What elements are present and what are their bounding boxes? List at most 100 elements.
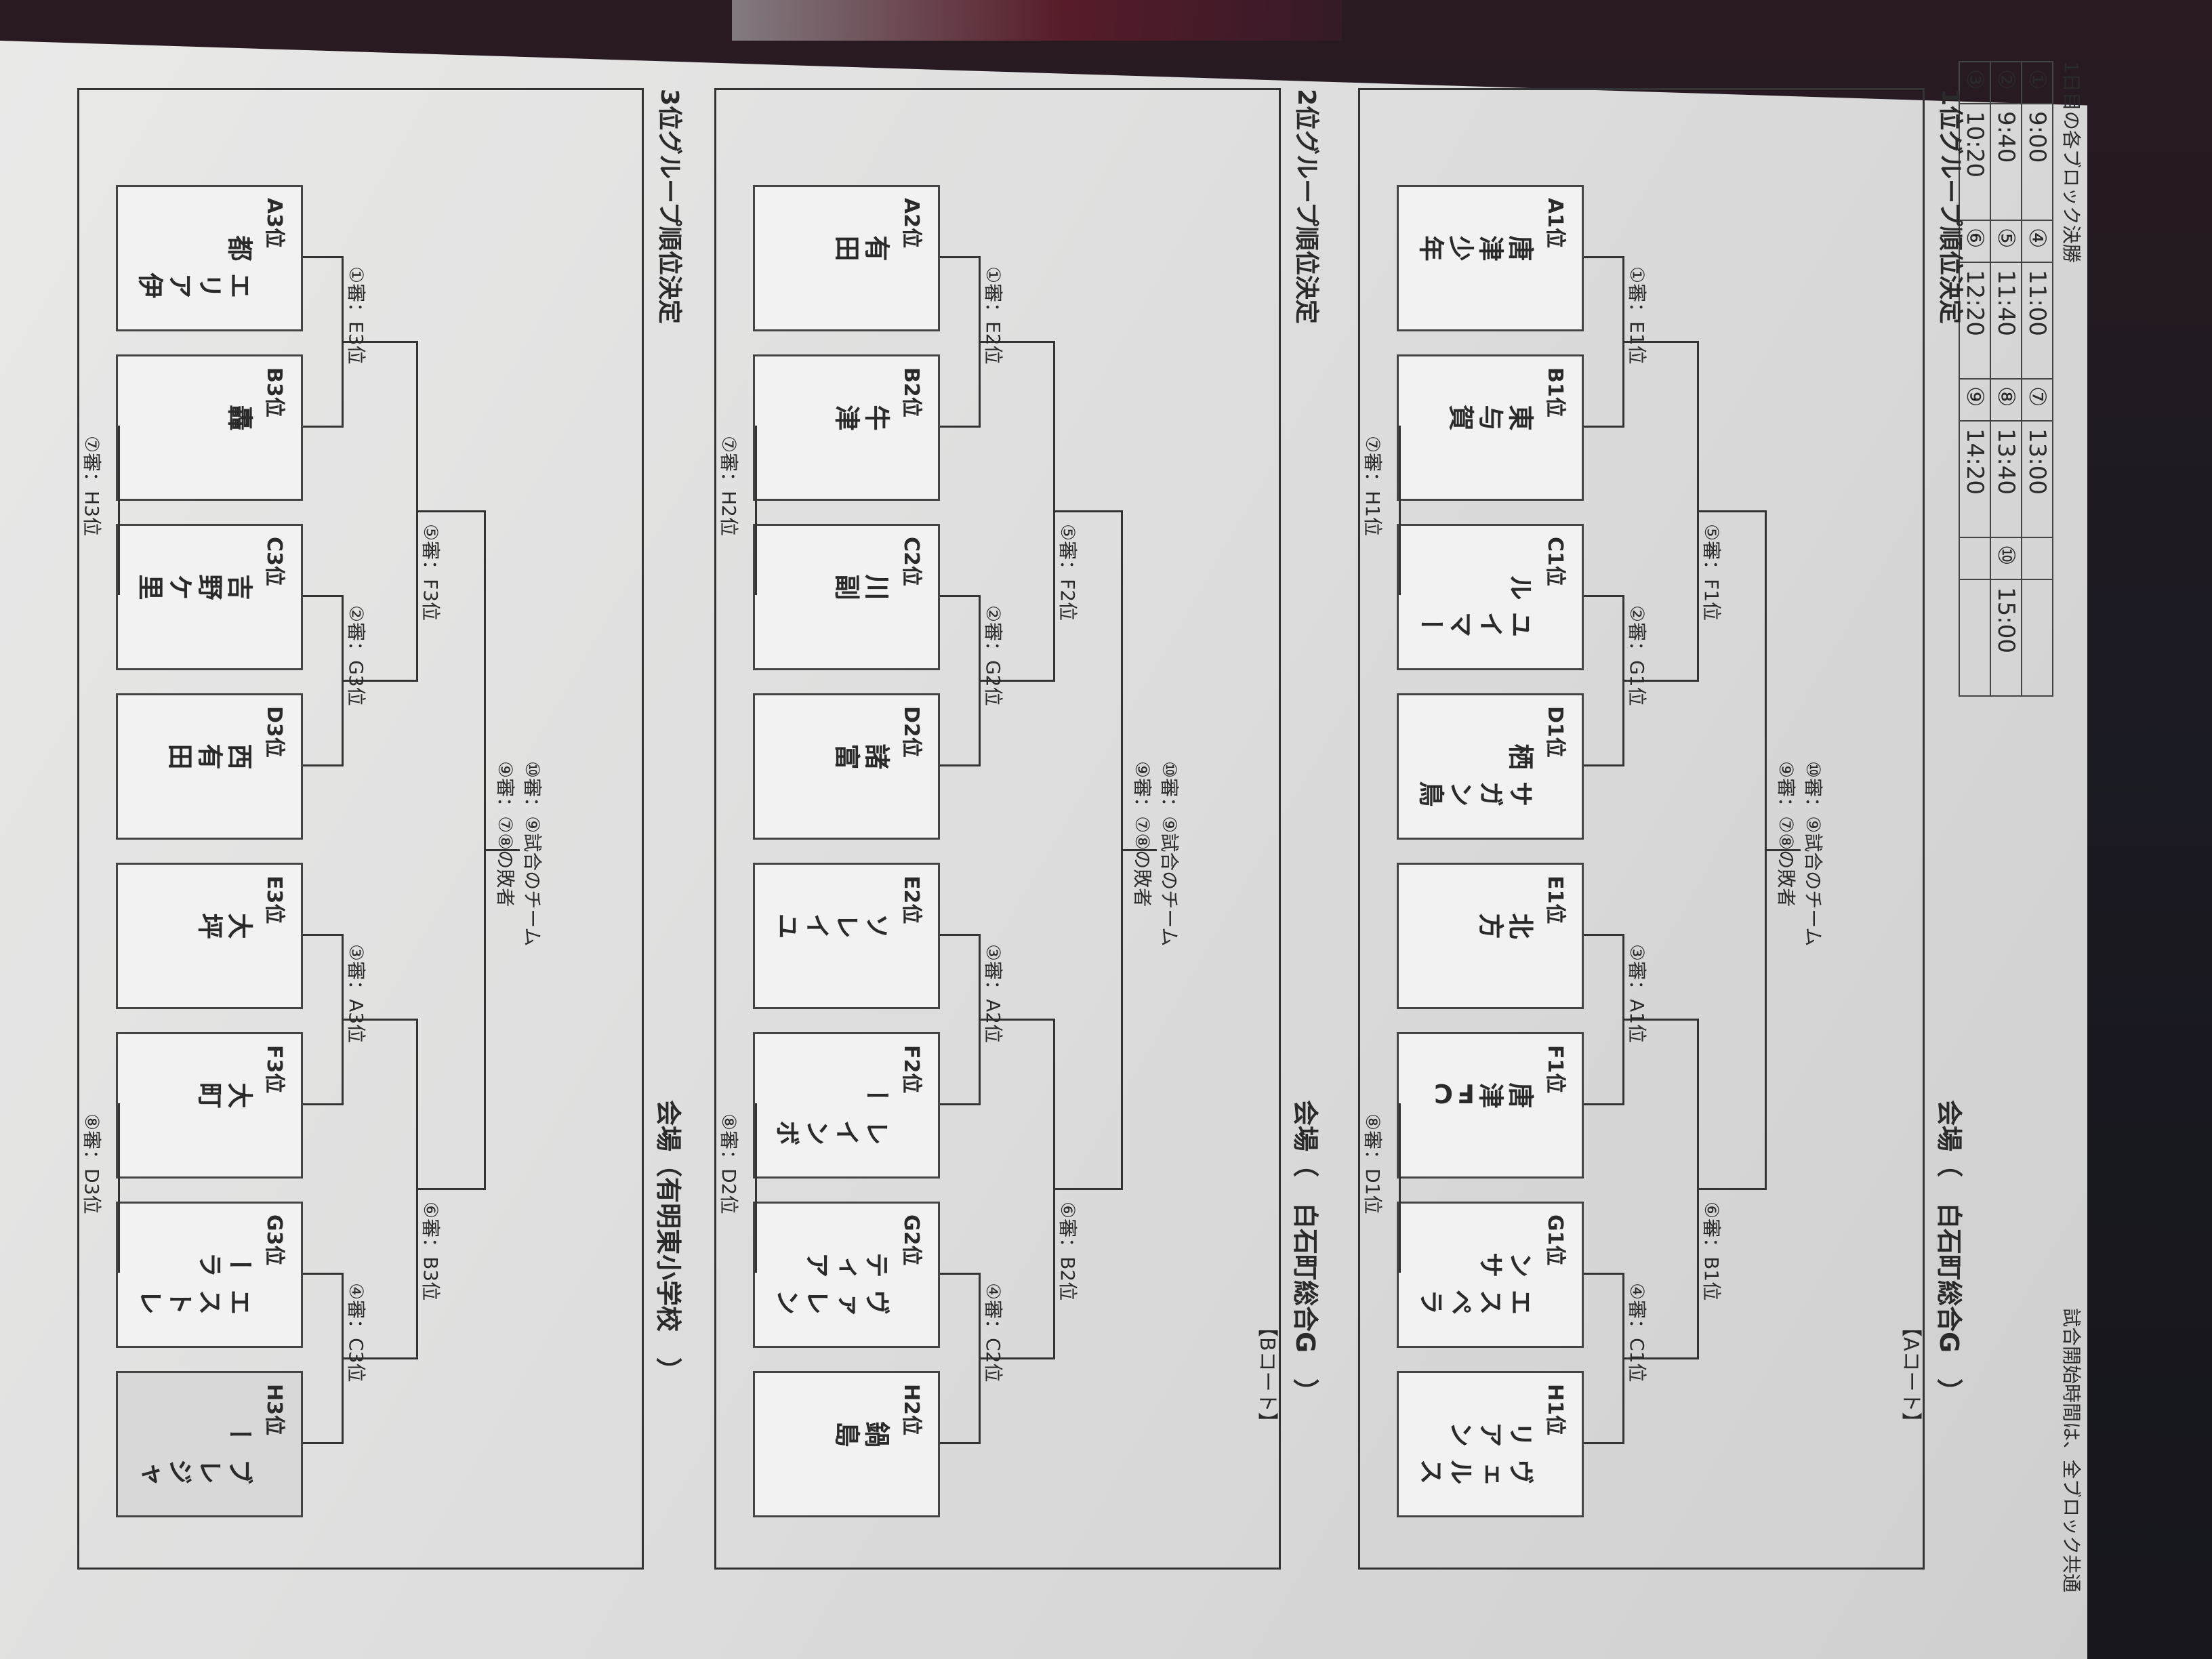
schedule-cell: ④ (2022, 220, 2053, 262)
referee-label: ⑨審：⑦⑧の敗者 (1131, 761, 1153, 907)
court-label: 【Aコート】 (1899, 1317, 1923, 1433)
schedule-cell: 11:00 (2022, 262, 2053, 379)
team-box: D2位諸富 (753, 693, 940, 840)
team-name: ユイマール (1415, 570, 1534, 637)
group-title: 3位グループ順位決定 (655, 89, 683, 324)
bracket-line (303, 426, 344, 428)
bracket-line (1584, 764, 1624, 766)
team-box: B3位轟 (116, 354, 303, 501)
team-name: 鍋島 (831, 1417, 890, 1447)
bracket-line (1399, 1103, 1401, 1273)
team-rank: D2位 (899, 706, 923, 758)
schedule-cell: ① (2022, 62, 2053, 104)
referee-label: ⑩審：⑨試合のチーム (521, 761, 544, 947)
bracket-line (940, 1103, 981, 1105)
bracket-line (755, 426, 757, 595)
referee-label: ⑦審：H2位 (718, 436, 740, 536)
team-box: G1位エスペランサ (1397, 1202, 1584, 1348)
referee-label: ⑧審：D1位 (1361, 1113, 1384, 1214)
schedule-cell: 14:20 (1959, 421, 1990, 537)
bracket-line (1584, 1103, 1624, 1105)
doc-title: 1日目の各ブロック決勝 (2060, 61, 2083, 263)
bracket-line (303, 934, 344, 936)
referee-label: ⑤審：F3位 (419, 524, 442, 621)
referee-label: ④審：C2位 (982, 1283, 1004, 1382)
group-title: 1位グループ順位決定 (1936, 89, 1964, 324)
team-rank: H1位 (1543, 1384, 1567, 1435)
team-box: D1位サガン鳥栖 (1397, 693, 1584, 840)
bracket-line (303, 595, 344, 597)
team-name: エリア伊都 (134, 231, 253, 298)
schedule-cell: 15:00 (1990, 579, 2022, 696)
paper-sheet (0, 41, 2087, 1659)
bracket-line (1399, 426, 1401, 595)
team-rank: D1位 (1543, 706, 1567, 758)
team-box: H3位ブレジャー (116, 1371, 303, 1517)
team-rank: E2位 (899, 876, 923, 924)
team-name: 唐津少年 (1415, 231, 1534, 261)
team-rank: C1位 (1543, 537, 1567, 586)
team-name: 吉野ケ里 (134, 570, 253, 600)
schedule-cell: ⑤ (1990, 220, 2022, 262)
team-rank: G1位 (1543, 1214, 1567, 1266)
team-name: 大坪 (194, 909, 253, 939)
team-name: 唐津FC (1430, 1078, 1534, 1108)
referee-label: ⑦審：H1位 (1361, 436, 1384, 536)
schedule-cell: ② (1990, 62, 2022, 104)
team-box: D3位西有田 (116, 693, 303, 840)
background-cloth (732, 0, 1342, 41)
team-rank: A1位 (1543, 198, 1567, 249)
referee-label: ⑥審：B2位 (1057, 1202, 1079, 1301)
bracket-line (1584, 1273, 1624, 1275)
team-box: C1位ユイマール (1397, 524, 1584, 670)
team-rank: C2位 (899, 537, 923, 586)
referee-label: ⑤審：F2位 (1057, 524, 1079, 621)
bracket-line (1055, 1188, 1123, 1190)
bracket-line (1584, 426, 1624, 428)
bracket-line (118, 1103, 120, 1273)
referee-label: ⑨審：⑦⑧の敗者 (1775, 761, 1797, 907)
schedule-cell (2022, 579, 2053, 696)
venue-label: 会場（ 白石町総合G ） (1290, 1100, 1320, 1405)
bracket-line (940, 764, 981, 766)
schedule-cell: 9:00 (2022, 104, 2053, 220)
schedule-cell: ⑦ (2022, 379, 2053, 421)
team-name: ヴェルスリアン (1415, 1417, 1534, 1484)
bracket-line (940, 426, 981, 428)
team-box: G2位ヴァレンティア (753, 1202, 940, 1348)
team-name: 大町 (194, 1078, 253, 1108)
referee-label: ⑦審：H3位 (81, 436, 103, 536)
team-rank: F3位 (262, 1045, 286, 1094)
bracket-line (1055, 510, 1123, 512)
referee-label: ④審：C3位 (345, 1283, 367, 1382)
team-name: 川副 (831, 570, 890, 600)
team-name: 有田 (831, 231, 890, 261)
team-name: 轟 (224, 401, 253, 430)
court-label: 【Bコート】 (1255, 1317, 1279, 1433)
team-box: H1位ヴェルスリアン (1397, 1371, 1584, 1517)
team-box: A1位唐津少年 (1397, 185, 1584, 331)
team-name: レインボー (771, 1078, 890, 1145)
bracket-line (303, 1273, 344, 1275)
schedule-cell: 11:40 (1990, 262, 2022, 379)
referee-label: ⑥審：B1位 (1700, 1202, 1723, 1301)
team-name: 西有田 (164, 739, 253, 769)
team-rank: H2位 (899, 1384, 923, 1435)
schedule-title: 試合開始時間は、全ブロック共通 (2060, 1308, 2083, 1593)
bracket-line (1584, 1442, 1624, 1444)
team-box: H2位鍋島 (753, 1371, 940, 1517)
referee-label: ⑥審：B3位 (419, 1202, 442, 1301)
bracket-line (303, 256, 344, 258)
referee-label: ④審：C1位 (1626, 1283, 1648, 1382)
team-box: F1位唐津FC (1397, 1032, 1584, 1179)
team-box: B1位東与賀 (1397, 354, 1584, 501)
team-box: F3位大町 (116, 1032, 303, 1179)
referee-label: ③審：A1位 (1626, 944, 1648, 1044)
team-rank: B2位 (899, 367, 923, 417)
schedule-cell: 9:40 (1990, 104, 2022, 220)
team-rank: C3位 (262, 537, 286, 586)
team-box: C3位吉野ケ里 (116, 524, 303, 670)
group-title: 2位グループ順位決定 (1292, 89, 1320, 324)
